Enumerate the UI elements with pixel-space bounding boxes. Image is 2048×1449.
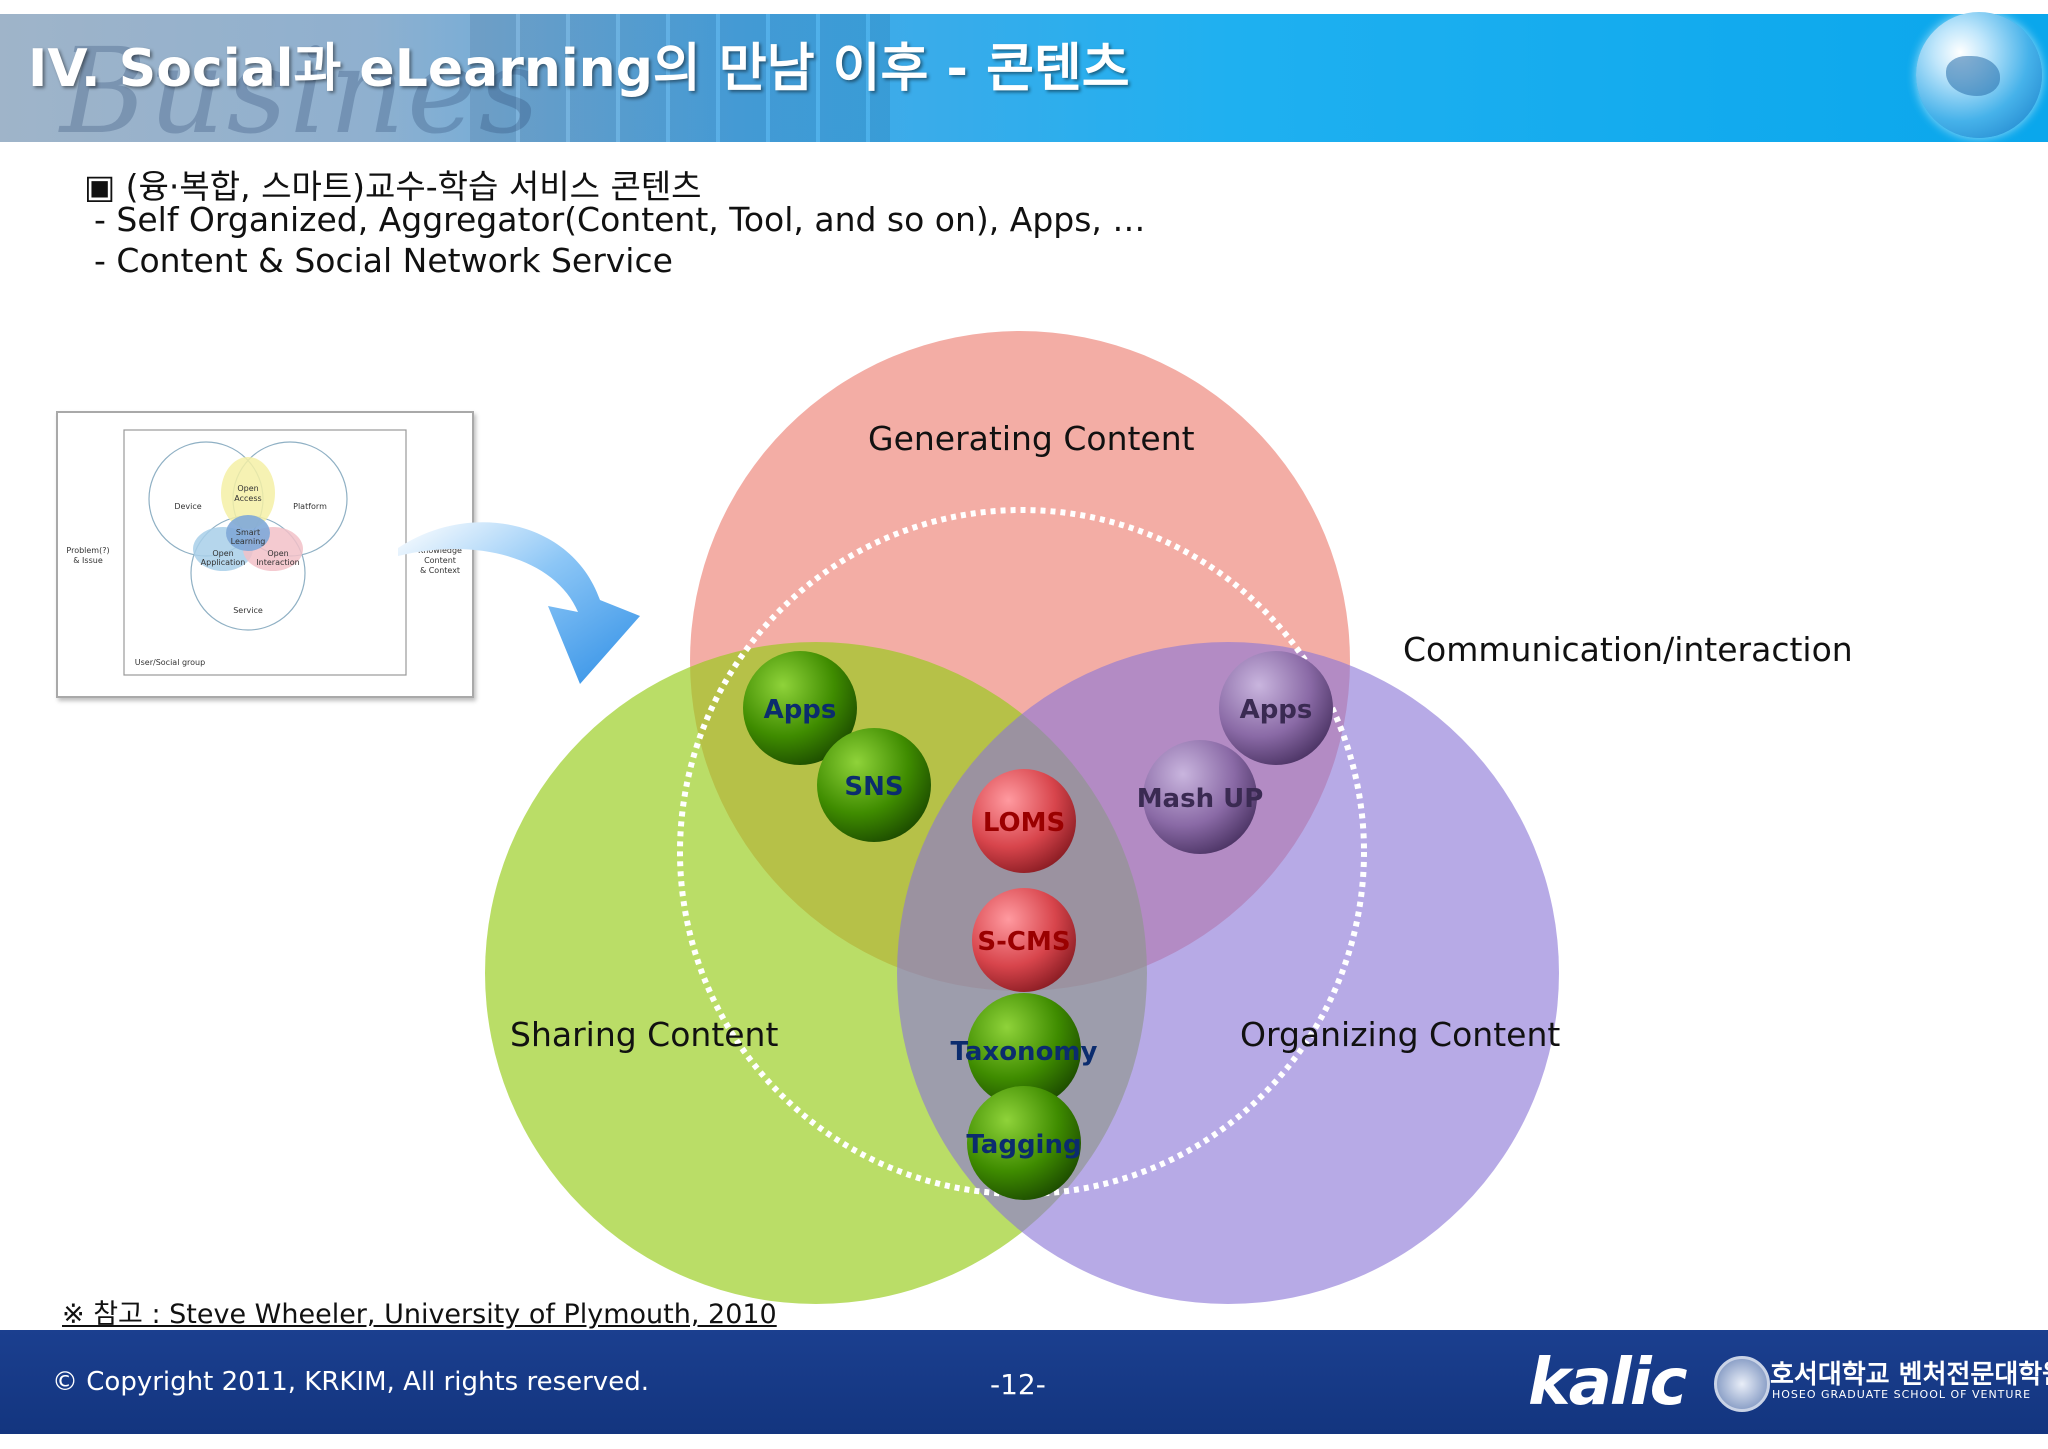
communication-dotted-ring <box>677 507 1367 1197</box>
thumbnail-label: & Issue <box>73 556 103 565</box>
thumbnail-label: User/Social group <box>135 658 205 667</box>
taxonomy-node <box>967 993 1081 1107</box>
thumbnail-label: Interaction <box>256 558 299 567</box>
banner-background-word: Busines <box>60 22 542 142</box>
thumbnail-label: Device <box>174 502 201 511</box>
footer-bar <box>0 1330 2048 1434</box>
banner-keyboard-texture <box>470 14 890 142</box>
page-number: -12- <box>990 1368 1046 1401</box>
organizing-content-label: Organizing Content <box>1240 1015 1560 1054</box>
communication-interaction-label: Communication/interaction <box>1403 630 1853 669</box>
apps-node-green <box>743 651 857 765</box>
loms-node <box>972 769 1076 873</box>
page-title: IV. Social과 eLearning의 만남 이후 - 콘텐츠 <box>28 39 1130 99</box>
bullet-heading: ▣ (융·복합, 스마트)교수-학습 서비스 콘텐츠 <box>84 167 702 206</box>
loms-node-label: LOMS <box>983 808 1065 838</box>
s-cms-node <box>972 888 1076 992</box>
apps-node-green-label: Apps <box>764 695 837 725</box>
thumbnail-label: Service <box>233 606 263 615</box>
mashup-node-label: Mash UP <box>1137 784 1264 814</box>
thumbnail-open-access-area <box>221 457 275 529</box>
apps-node-purple-label: Apps <box>1240 695 1313 725</box>
curved-arrow-icon <box>398 522 640 684</box>
tagging-node <box>967 1086 1081 1200</box>
kalic-logo: kalic <box>1528 1346 1688 1420</box>
thumbnail-label: Open <box>267 549 288 558</box>
thumbnail-label: Open <box>212 549 233 558</box>
university-seal-icon <box>1714 1356 1770 1412</box>
taxonomy-node-label: Taxonomy <box>951 1037 1098 1067</box>
generating-content-label: Generating Content <box>868 419 1195 458</box>
bullet-line-sns: - Content & Social Network Service <box>94 241 673 280</box>
thumbnail-venn: Device Platform Open Access Smart Learni… <box>66 429 462 676</box>
sharing-content-label: Sharing Content <box>510 1015 778 1054</box>
thumbnail-label: & Context <box>420 566 460 575</box>
thumbnail-label: Content <box>424 556 456 565</box>
bullet-line-aggregator: - Self Organized, Aggregator(Content, To… <box>94 200 1146 239</box>
s-cms-node-label: S-CMS <box>977 927 1070 957</box>
thumbnail-label: Knowledge <box>418 546 462 555</box>
copyright-text: © Copyright 2011, KRKIM, All rights rese… <box>52 1367 649 1397</box>
sns-node <box>817 728 931 842</box>
globe-icon <box>1916 12 2042 138</box>
thumbnail-label: Problem(?) <box>66 546 109 555</box>
title-banner: Busines <box>0 14 2048 142</box>
thumbnail-label: Platform <box>293 502 327 511</box>
tagging-node-label: Tagging <box>966 1130 1081 1160</box>
thumbnail-label: Access <box>234 494 261 503</box>
thumbnail-label: Learning <box>231 537 266 546</box>
thumbnail-label: Application <box>201 558 246 567</box>
thumbnail-label: Open <box>237 484 258 493</box>
university-name-english: HOSEO GRADUATE SCHOOL OF VENTURE <box>1772 1388 2032 1401</box>
sns-node-label: SNS <box>844 772 903 802</box>
apps-node-purple <box>1219 651 1333 765</box>
thumbnail-smart-learning-area <box>226 515 270 551</box>
mashup-node <box>1143 740 1257 854</box>
thumbnail-label: Smart <box>236 528 260 537</box>
university-name-korean: 호서대학교 벤처전문대학원 <box>1770 1360 2048 1390</box>
reference-citation: ※ 참고 : Steve Wheeler, University of Plym… <box>62 1299 777 1330</box>
